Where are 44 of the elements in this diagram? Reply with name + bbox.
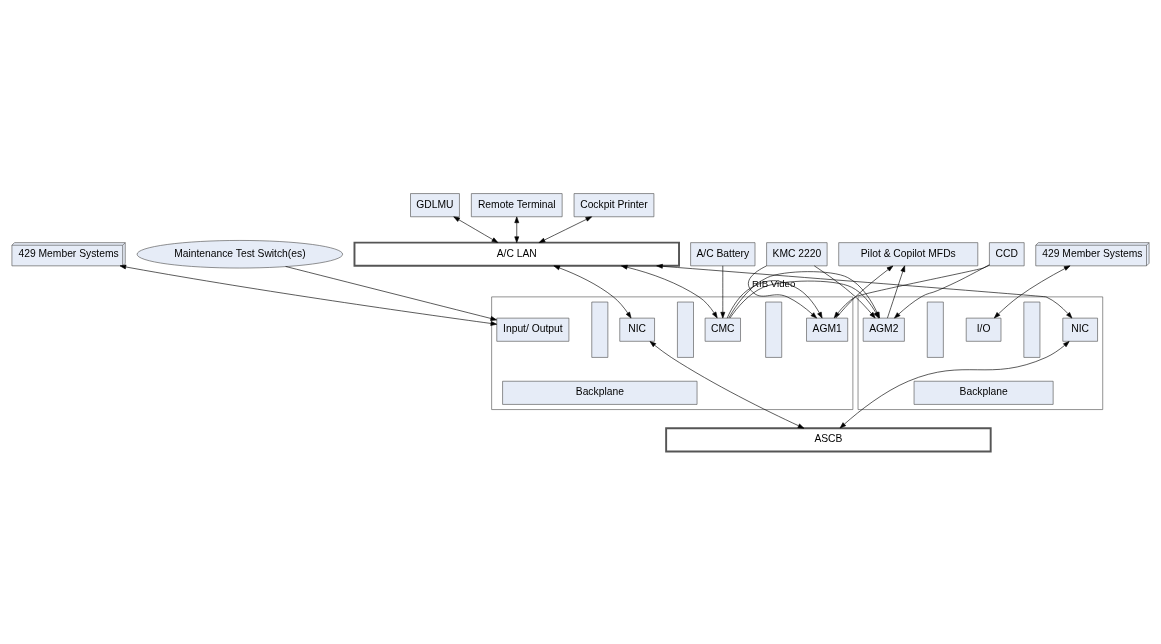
- node-box: Remote Terminal: [471, 192, 563, 217]
- arrow: [814, 265, 876, 318]
- node-box: KMC 2220: [766, 241, 828, 266]
- arrow: [993, 265, 1071, 318]
- node-box: CMC: [704, 317, 741, 342]
- node-box: CCD: [989, 241, 1025, 266]
- node-box: NIC: [1062, 317, 1098, 342]
- arrow: [887, 265, 906, 318]
- arrow: [839, 340, 1070, 428]
- node-box: [765, 301, 783, 358]
- arrow: [728, 270, 880, 318]
- node-box: AGM1: [806, 317, 849, 342]
- arrow: [833, 264, 990, 318]
- node-box: AGM2: [862, 317, 905, 342]
- node-box: [591, 301, 609, 358]
- node-box: ASCB: [665, 426, 992, 452]
- arrow: [649, 340, 805, 429]
- arrow: [538, 215, 592, 243]
- node-box: A/C Battery: [690, 241, 756, 266]
- arrow: [285, 265, 497, 321]
- node-box: Input/ Output: [496, 317, 570, 342]
- arrow: [726, 279, 823, 318]
- arrow: [453, 215, 499, 243]
- arrow: [553, 265, 632, 318]
- arrow: [656, 263, 1073, 318]
- arrow: [720, 265, 726, 318]
- node-box: [926, 301, 944, 358]
- node-box: Backplane: [913, 380, 1054, 405]
- node-box: NIC: [619, 317, 655, 342]
- arrow: [835, 265, 894, 318]
- node-box: Pilot & Copilot MFDs: [838, 241, 979, 266]
- arrow: [894, 263, 990, 318]
- node-ellipse: Maintenance Test Switch(es): [136, 239, 343, 268]
- arrow: [621, 264, 718, 318]
- node-box: [677, 301, 694, 358]
- node-box: Backplane: [502, 380, 698, 405]
- arrow: [748, 265, 817, 318]
- node-box: I/O: [965, 317, 1002, 342]
- node-box: [1023, 301, 1041, 358]
- arrow: [514, 216, 520, 243]
- arrow: [119, 264, 498, 326]
- cluster: [857, 296, 1104, 410]
- node-box: Cockpit Printer: [573, 192, 655, 217]
- node-box: GDLMU: [410, 192, 460, 217]
